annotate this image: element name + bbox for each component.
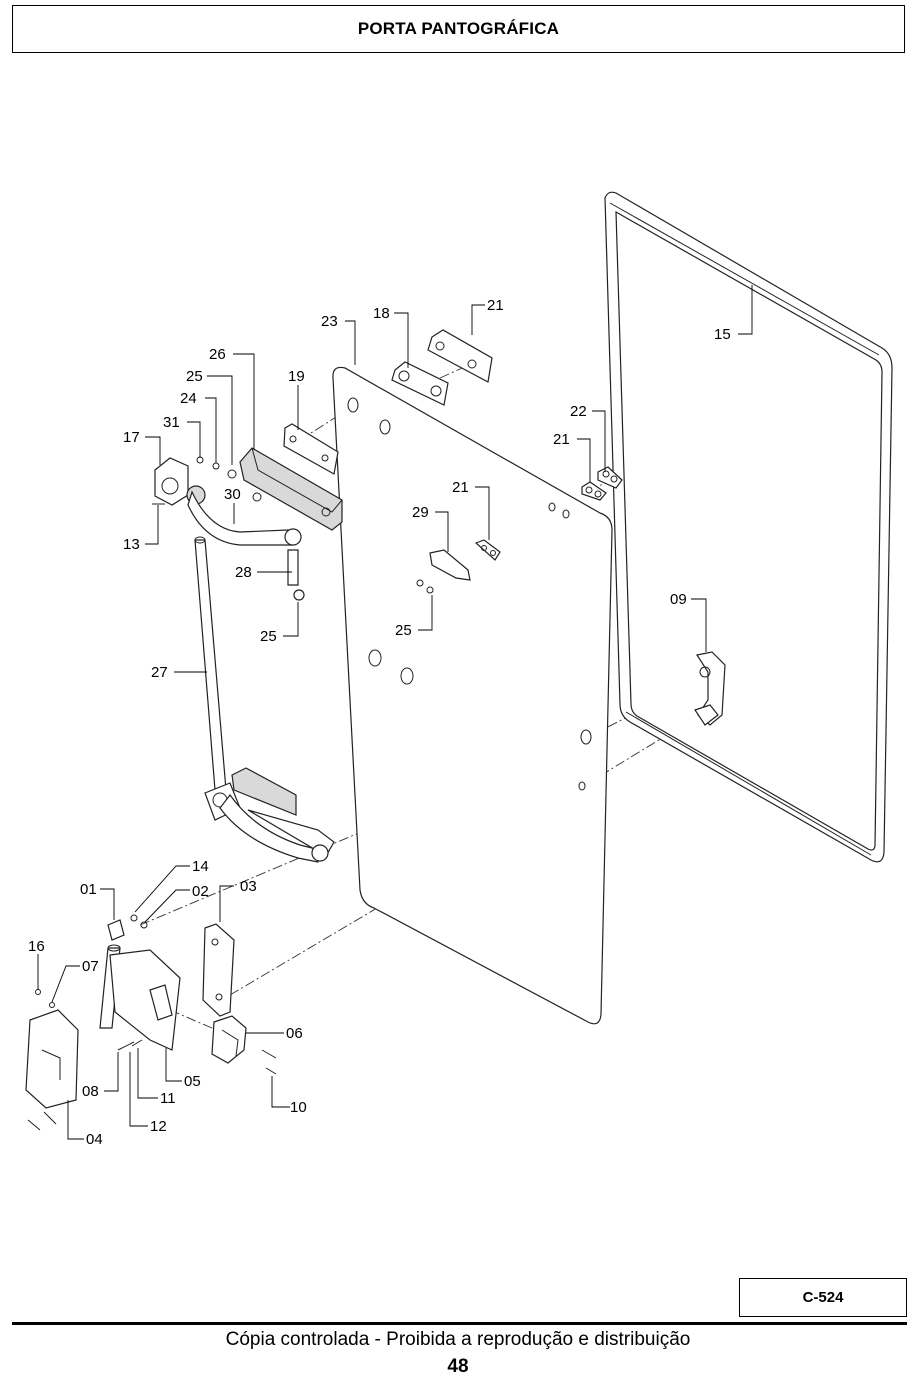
callout-labels: 21 18 23 15 26 25 19 24 22 31 21 17 21 3… <box>28 297 731 1148</box>
callout-14: 14 <box>192 858 209 875</box>
callout-31: 31 <box>163 414 180 431</box>
callout-24: 24 <box>180 390 197 407</box>
callout-16: 16 <box>28 938 45 955</box>
right-plates <box>581 466 623 501</box>
page-title: PORTA PANTOGRÁFICA <box>357 19 560 38</box>
callout-20: 21 <box>487 297 504 314</box>
callout-21-middle: 21 <box>452 479 469 496</box>
pantograph-rod <box>194 536 227 791</box>
callout-25-top: 25 <box>186 368 203 385</box>
document-code-box: C-524 <box>739 1278 907 1317</box>
callout-01: 01 <box>80 881 97 898</box>
callout-12: 12 <box>150 1118 167 1135</box>
callout-07: 07 <box>82 958 99 975</box>
upper-pantograph-arm <box>187 490 305 601</box>
callout-30: 30 <box>224 486 241 503</box>
lower-latch-assembly <box>25 914 277 1131</box>
callout-03: 03 <box>240 878 257 895</box>
lower-hinge-assembly <box>204 767 335 863</box>
callout-27: 27 <box>151 664 168 681</box>
callout-06: 06 <box>286 1025 303 1042</box>
top-plates <box>391 329 493 406</box>
callout-09: 09 <box>670 591 687 608</box>
callout-15: 15 <box>714 326 731 343</box>
callout-leaders <box>37 285 753 1140</box>
callout-08: 08 <box>82 1083 99 1100</box>
callout-18: 18 <box>373 305 390 322</box>
page-number: 48 <box>447 1356 469 1377</box>
callout-23: 23 <box>321 313 338 330</box>
callout-05: 05 <box>184 1073 201 1090</box>
callout-25-left: 25 <box>260 628 277 645</box>
callout-19: 19 <box>288 368 305 385</box>
upper-hinge-bracket <box>239 423 343 531</box>
callout-25-middle: 25 <box>395 622 412 639</box>
door-panel <box>332 366 613 1025</box>
callout-02: 02 <box>192 883 209 900</box>
title-box: PORTA PANTOGRÁFICA <box>12 5 905 53</box>
door-handle <box>694 651 726 726</box>
footer-divider <box>12 1322 907 1325</box>
callout-04: 04 <box>86 1131 103 1148</box>
callout-26: 26 <box>209 346 226 363</box>
callout-29: 29 <box>412 504 429 521</box>
door-seal-frame <box>604 191 893 863</box>
callout-22: 22 <box>570 403 587 420</box>
callout-13: 13 <box>123 536 140 553</box>
middle-bracket <box>416 539 501 594</box>
upper-hinge-block <box>152 457 206 506</box>
document-code: C-524 <box>802 1289 844 1306</box>
callout-17: 17 <box>123 429 140 446</box>
callout-28: 28 <box>235 564 252 581</box>
callout-10: 10 <box>290 1099 307 1116</box>
callout-21-right: 21 <box>553 431 570 448</box>
footer-note: Cópia controlada - Proibida a reprodução… <box>225 1329 691 1350</box>
callout-11: 11 <box>160 1090 176 1107</box>
